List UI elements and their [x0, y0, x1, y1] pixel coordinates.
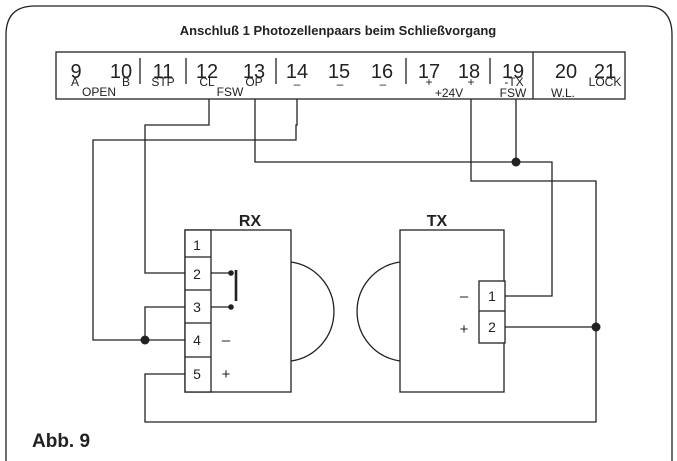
group-label-fsw-tx: FSW: [500, 86, 527, 100]
terminal-18: 18: [458, 61, 480, 83]
rx-plus: +: [222, 366, 231, 383]
group-label-open: OPEN: [82, 85, 116, 99]
tx-transmitter: TX 1 2 – +: [356, 213, 506, 393]
terminal-19: 19: [502, 61, 524, 83]
group-label-24v: +24V: [435, 86, 463, 100]
terminal-16: 16: [371, 61, 393, 83]
figure-frame: [5, 5, 673, 461]
tx-pin-column: [478, 280, 506, 344]
junction-dot: [511, 157, 521, 167]
tx-minus: –: [460, 288, 469, 305]
rx-pin-5: 5: [193, 366, 201, 382]
rx-title: RX: [239, 213, 262, 230]
rx-pin-3: 3: [193, 299, 201, 315]
junction-dot: [591, 322, 601, 332]
terminal-17-label: +: [425, 75, 432, 89]
terminal-20: 20: [555, 61, 577, 83]
wires: [92, 99, 597, 423]
terminal-21-label: LOCK: [589, 75, 622, 89]
rx-receiver: RX 1 2 3 4 5 – +: [184, 213, 335, 393]
tx-title: TX: [427, 213, 448, 230]
rx-lens: [290, 261, 335, 362]
group-label-wl: W.L.: [551, 86, 575, 100]
terminal-strip: 9 10 11 12 13 14 15 16 17 18 19 20 21 A …: [55, 51, 626, 100]
rx-minus: –: [222, 332, 231, 349]
terminal-15-label: –: [337, 77, 344, 91]
terminal-17: 17: [418, 61, 440, 83]
terminal-14: 14: [286, 61, 308, 83]
terminal-13: 13: [243, 61, 265, 83]
group-label-fsw: FSW: [217, 85, 244, 99]
terminal-9: 9: [70, 61, 81, 83]
terminal-12-label: CL: [199, 75, 215, 89]
tx-pin-1: 1: [488, 288, 496, 304]
terminal-19-label: -TX: [504, 75, 523, 89]
tx-lens: [356, 261, 401, 362]
tx-plus: +: [460, 321, 469, 338]
terminal-11: 11: [153, 61, 174, 83]
terminal-21: 21: [594, 61, 616, 83]
junction-dot: [140, 335, 150, 345]
terminal-16-label: –: [380, 77, 387, 91]
terminal-10-label: B: [122, 75, 130, 89]
terminal-12: 12: [196, 61, 218, 83]
diagram-title: Anschluß 1 Photozellenpaars beim Schließ…: [180, 23, 496, 38]
terminal-13-label: OP: [245, 75, 262, 89]
relay-contact-icon: [211, 270, 238, 310]
terminal-15: 15: [328, 61, 350, 83]
figure-label: Abb. 9: [32, 431, 90, 452]
rx-pin-1: 1: [193, 237, 201, 253]
terminal-10: 10: [110, 61, 132, 83]
rx-pin-2: 2: [193, 266, 201, 282]
terminal-18-label: +: [467, 75, 474, 89]
tx-pin-2: 2: [488, 319, 496, 335]
terminal-14-label: –: [294, 77, 301, 91]
terminal-9-label: A: [71, 75, 79, 89]
rx-pin-4: 4: [193, 332, 201, 348]
terminal-11-label: STP: [151, 75, 174, 89]
